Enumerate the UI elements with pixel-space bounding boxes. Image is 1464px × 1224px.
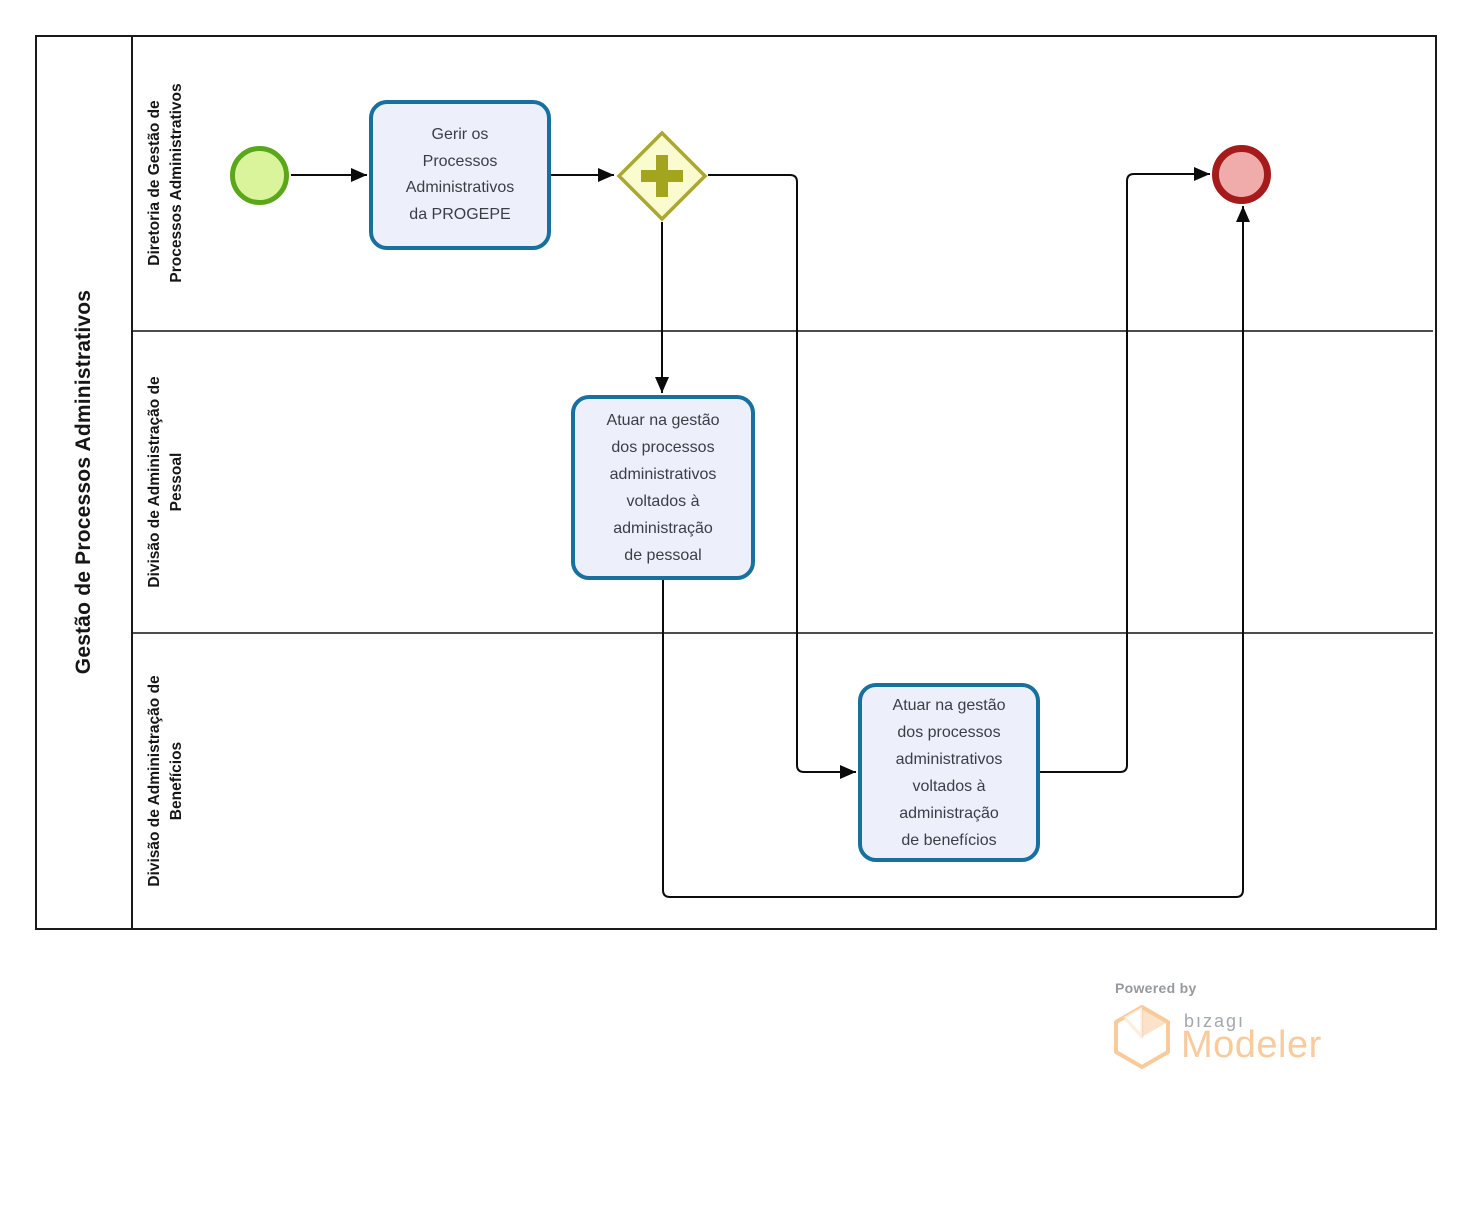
lane-divider-2: [133, 632, 1433, 634]
parallel-gateway: [616, 130, 708, 222]
bizagi-wordmark: bızagı: [1184, 1011, 1246, 1031]
start-event: [230, 146, 289, 205]
pool-title-separator: [131, 35, 133, 930]
flow-pessoal-to-end: [662, 206, 1250, 898]
pool-border: [35, 35, 1437, 930]
task-gestao-pessoal: Atuar na gestão dos processos administra…: [571, 395, 755, 580]
flow-beneficios-to-end: [1040, 167, 1210, 773]
flow-gateway-to-beneficios: [708, 174, 856, 779]
parallel-gateway-icon: [616, 130, 708, 222]
task-gerir-processos: Gerir os Processos Administrativos da PR…: [369, 100, 551, 250]
modeler-wordmark: Modeler: [1181, 1024, 1322, 1066]
task-gestao-beneficios: Atuar na gestão dos processos administra…: [858, 683, 1040, 862]
end-event: [1212, 145, 1271, 204]
bizagi-logo-icon: [1112, 1004, 1172, 1075]
powered-by-label: Powered by: [1115, 980, 1197, 996]
bizagi-footer: Powered by bızagı Modeler: [1112, 980, 1412, 1090]
lane-divider-1: [133, 330, 1433, 332]
